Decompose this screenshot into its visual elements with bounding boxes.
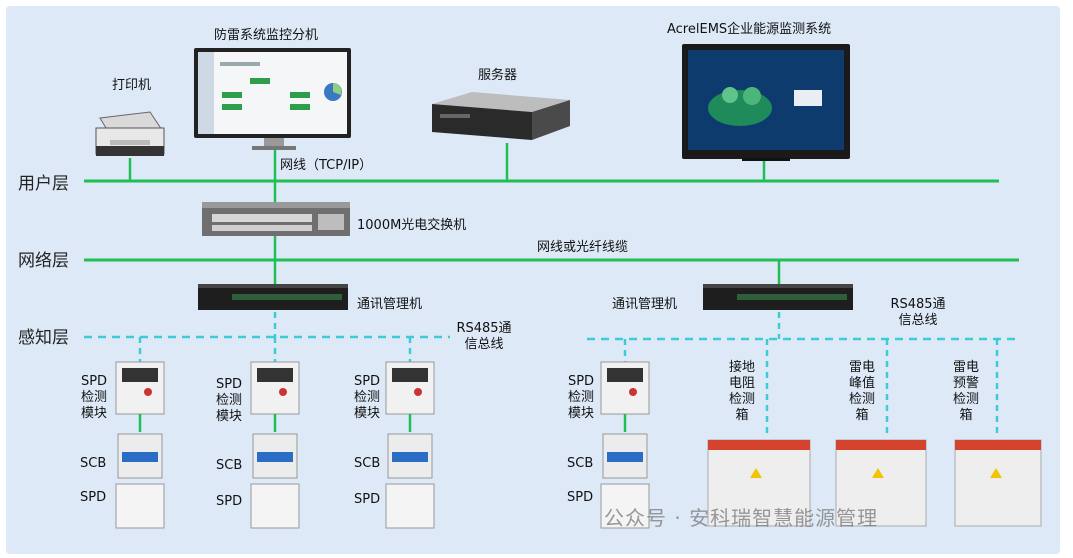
comm-manager-left-icon (198, 284, 348, 310)
comm-manager-left-label: 通讯管理机 (357, 297, 423, 312)
spd-module-label-1: SPD 检测 模块 (80, 374, 108, 421)
ground-resistance-box-icon (707, 439, 811, 527)
server-label: 服务器 (478, 68, 518, 83)
peak-box-label: 雷电 峰值 检测 箱 (848, 360, 875, 423)
printer-label: 打印机 (112, 78, 152, 93)
perception-layer-label: 感知层 (18, 328, 69, 348)
switch-label: 1000M光电交换机 (357, 218, 467, 233)
spd-stack-4 (600, 361, 650, 529)
spd-label-3: SPD (354, 492, 381, 507)
ground-box-label: 接地 电阻 检测 箱 (728, 360, 755, 423)
switch-icon (202, 202, 350, 236)
monitor-pc-label: 防雷系统监控分机 (214, 28, 319, 43)
lightning-warning-box-icon (954, 439, 1042, 527)
rs485-label-right: RS485通 信总线 (890, 297, 946, 328)
watermark: 公众号 · 安科瑞智慧能源管理 (604, 506, 879, 530)
user-layer-label: 用户层 (18, 174, 69, 194)
spd-stack-2 (250, 361, 300, 529)
ems-monitor-icon (682, 44, 850, 161)
spd-stack-3 (385, 361, 435, 529)
ems-label: AcrelEMS企业能源监测系统 (667, 22, 832, 37)
comm-manager-right-label: 通讯管理机 (612, 297, 678, 312)
lightning-peak-box-icon (835, 439, 927, 527)
server-icon (432, 92, 570, 140)
scb-label-3: SCB (354, 456, 381, 471)
network-layer-label: 网络层 (18, 251, 69, 271)
spd-module-label-2: SPD 检测 模块 (215, 377, 243, 424)
spd-module-label-3: SPD 检测 模块 (353, 374, 381, 421)
spd-label-1: SPD (80, 490, 107, 505)
spd-stack-1 (115, 361, 165, 529)
scb-label-1: SCB (80, 456, 107, 471)
fiber-link-label: 网线或光纤线缆 (537, 240, 629, 255)
scb-label-2: SCB (216, 458, 243, 473)
spd-label-4: SPD (567, 490, 594, 505)
printer-icon (95, 111, 165, 156)
rs485-label-left: RS485通 信总线 (456, 321, 512, 352)
warning-box-label: 雷电 预警 检测 箱 (952, 360, 979, 423)
scb-label-4: SCB (567, 456, 594, 471)
spd-module-label-4: SPD 检测 模块 (567, 374, 595, 421)
spd-label-2: SPD (216, 494, 243, 509)
monitor-pc-icon (194, 48, 351, 150)
tcpip-link-label: 网线（TCP/IP） (280, 158, 373, 173)
comm-manager-right-icon (703, 284, 853, 310)
